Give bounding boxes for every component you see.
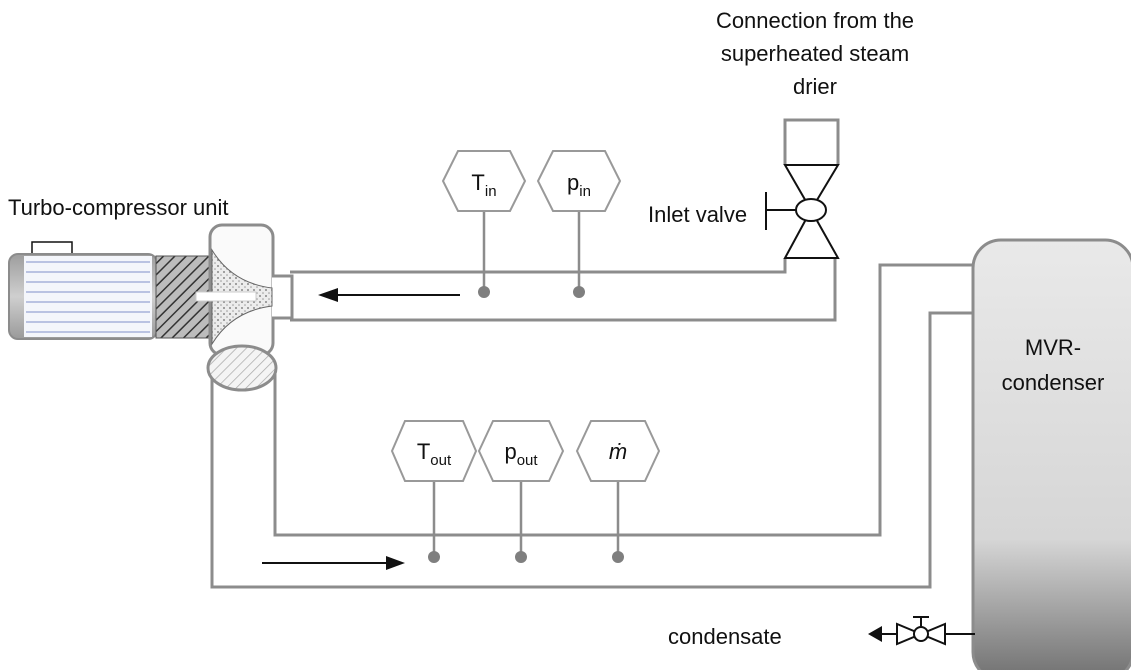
sensor-t-out: Tout xyxy=(390,420,478,563)
connection-label-line1: Connection from the xyxy=(716,8,914,33)
mvr-condenser xyxy=(971,238,1131,670)
connection-label-line3: drier xyxy=(793,74,837,99)
sensor-p-out-symbol: p xyxy=(504,439,516,464)
sensor-p-out-subscript: out xyxy=(517,452,539,469)
inlet-pipe xyxy=(290,258,837,322)
flow-arrow-icon xyxy=(262,556,405,570)
sensor-t-in-symbol: T xyxy=(471,170,484,195)
gate-valve-icon xyxy=(765,164,840,259)
svg-text:pout: pout xyxy=(504,439,538,469)
sensor-mass-flow-symbol: ṁ xyxy=(609,439,627,464)
electric-motor-icon xyxy=(8,241,158,340)
sensor-p-in-symbol: p xyxy=(567,170,579,195)
sensor-t-in: Tin xyxy=(441,150,527,298)
steam-inlet-stub xyxy=(783,118,840,165)
sensor-p-out: pout xyxy=(477,420,565,563)
compressor-impeller-icon xyxy=(195,223,294,392)
sensor-t-out-subscript: out xyxy=(430,452,452,469)
turbo-compressor-label: Turbo-compressor unit xyxy=(8,195,228,220)
sensor-p-in-subscript: in xyxy=(579,183,591,200)
outlet-pipe xyxy=(210,263,975,589)
svg-text:Tin: Tin xyxy=(471,170,496,200)
condenser-label-line1: MVR- xyxy=(1025,335,1081,360)
connection-label-line2: superheated steam xyxy=(721,41,909,66)
condensate-arrow-icon xyxy=(868,626,882,642)
sensor-p-in: pin xyxy=(536,150,622,298)
condensate-label: condensate xyxy=(668,624,782,649)
sensor-t-in-subscript: in xyxy=(485,183,497,200)
condensate-valve-icon xyxy=(880,616,975,646)
sensor-t-out-symbol: T xyxy=(417,439,430,464)
inlet-valve-label: Inlet valve xyxy=(648,202,747,227)
flow-arrow-icon xyxy=(318,288,460,302)
sensor-mass-flow: ṁ xyxy=(575,420,661,563)
condenser-label-line2: condenser xyxy=(1002,370,1105,395)
svg-text:Tout: Tout xyxy=(417,439,452,469)
svg-text:pin: pin xyxy=(567,170,591,200)
